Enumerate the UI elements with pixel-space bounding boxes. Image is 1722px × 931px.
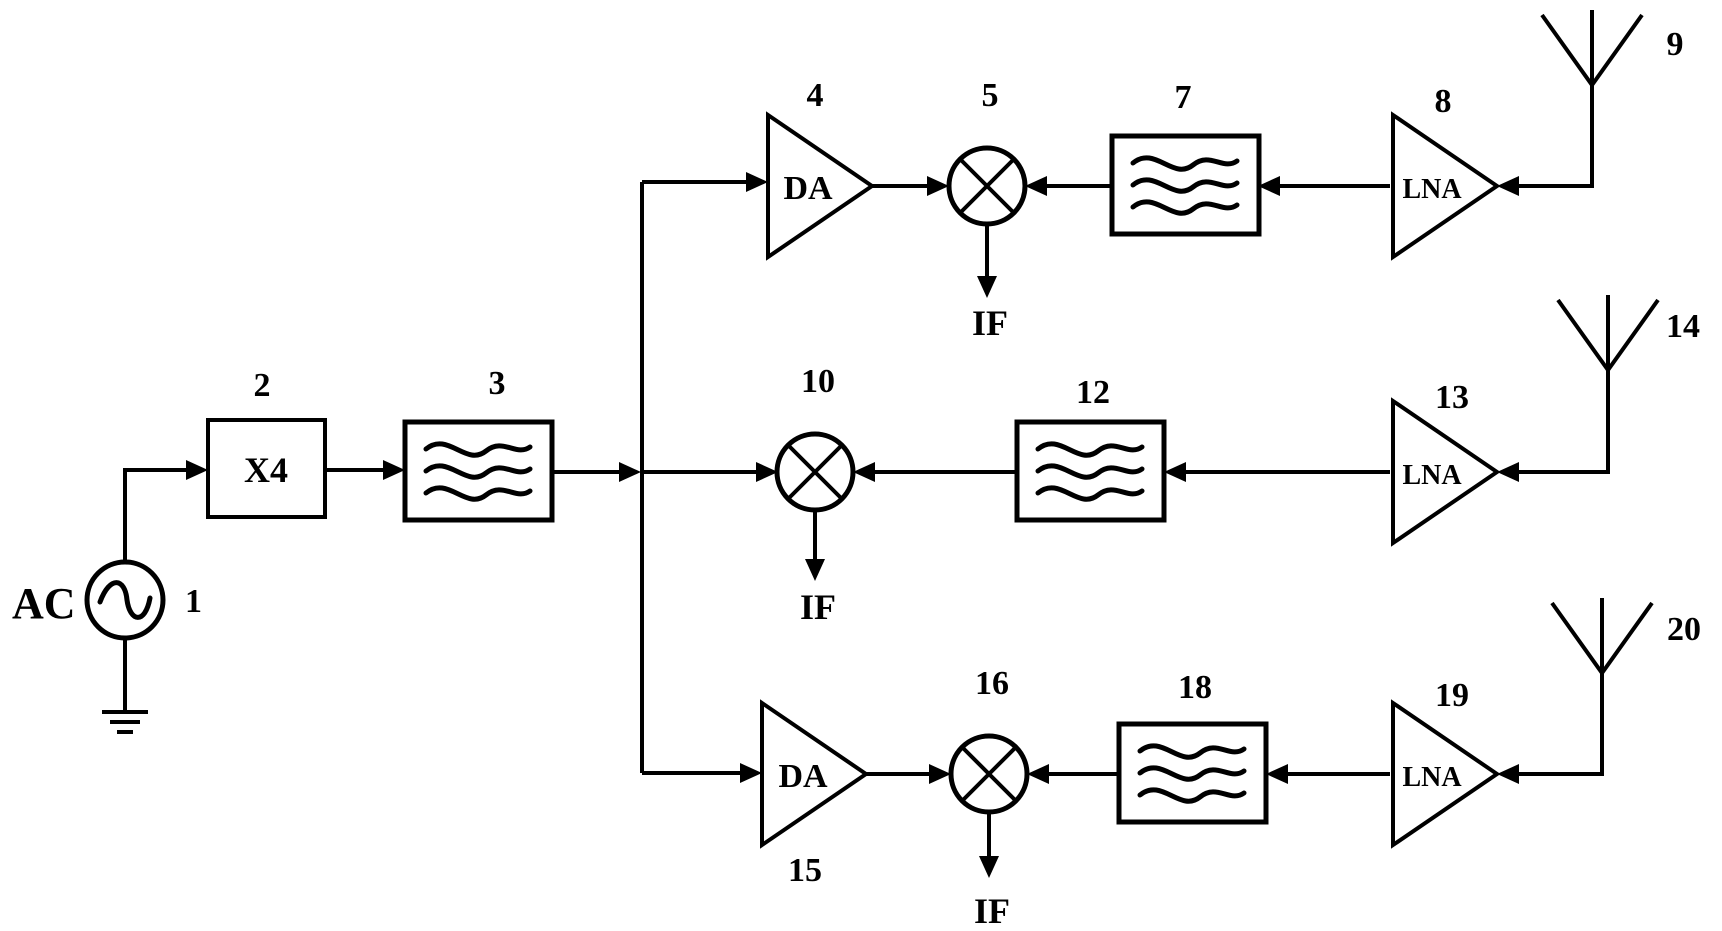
lna-label-bottom: LNA [1402,762,1462,793]
lna-label-mid: LNA [1402,460,1462,491]
label-10: 10 [801,363,835,400]
antenna-14: 14 [1558,295,1700,370]
ground-symbol [102,638,148,732]
label-12: 12 [1076,374,1110,411]
ac-source: AC 1 [12,562,202,638]
ac-label: AC [12,579,76,628]
label-3: 3 [489,365,506,402]
label-16: 16 [975,665,1009,702]
filter-12: 12 [1017,374,1164,520]
driver-amp-15: DA 15 [762,703,866,889]
filter-3: 3 [405,365,552,520]
label-7: 7 [1175,79,1192,116]
label-18: 18 [1178,669,1212,706]
if-output-bottom: IF [974,891,1010,931]
label-5: 5 [982,77,999,114]
wire-antenna9-to-lna8 [1510,75,1592,186]
mixer-5: 5 [949,77,1025,224]
multiplier-block: X4 2 [208,367,325,517]
if-output-top: IF [972,303,1008,343]
da-label-top: DA [783,170,833,207]
filter-7: 7 [1112,79,1259,234]
antenna-20: 20 [1552,598,1701,673]
mixer-10: 10 [777,363,853,510]
mixer-16: 16 [951,665,1027,812]
antenna-9: 9 [1542,10,1684,85]
lna-19: LNA 19 [1393,677,1497,845]
label-4: 4 [807,77,824,114]
wire-ac-to-multiplier [125,470,195,562]
label-15: 15 [788,852,822,889]
lna-label-top: LNA [1402,174,1462,205]
wire-antenna14-to-lna13 [1510,360,1608,472]
wire-antenna20-to-lna19 [1510,663,1602,774]
label-8: 8 [1435,83,1452,120]
label-19: 19 [1435,677,1469,714]
if-output-mid: IF [800,587,836,627]
driver-amp-4: DA 4 [768,77,872,257]
da-label-bottom: DA [778,758,828,795]
label-9: 9 [1667,26,1684,63]
label-20: 20 [1667,611,1701,648]
lna-8: LNA 8 [1393,83,1497,257]
lna-13: LNA 13 [1393,379,1497,543]
label-2: 2 [254,367,271,404]
label-1: 1 [185,583,202,620]
label-14: 14 [1666,308,1700,345]
filter-18: 18 [1119,669,1266,822]
label-13: 13 [1435,379,1469,416]
multiplier-label: X4 [244,450,288,490]
